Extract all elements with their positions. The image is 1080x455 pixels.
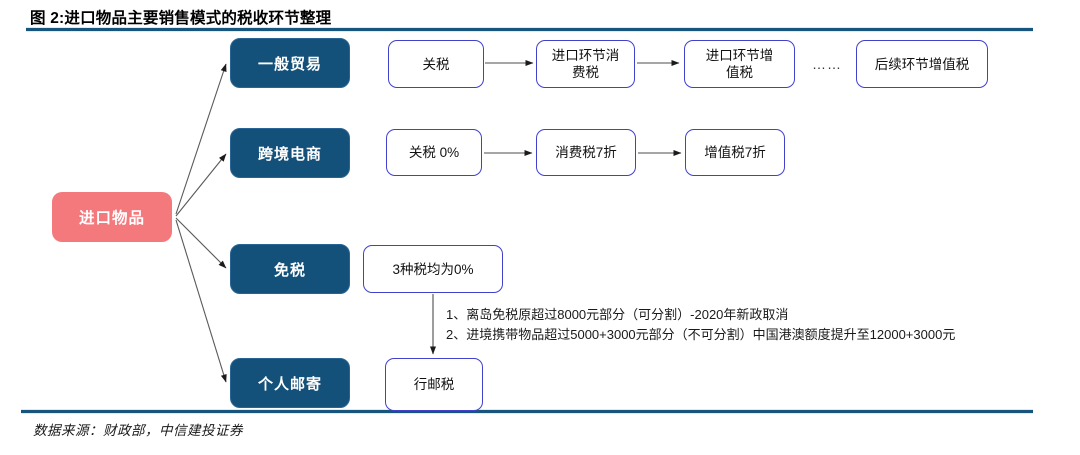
channel-node-general-trade: 一般贸易 [230,38,350,88]
channel-node-cross-border-ecommerce: 跨境电商 [230,128,350,178]
step-node-three-taxes-zero: 3种税均为0% [363,245,503,293]
connector-root-to-duty-free [175,217,227,269]
note-line-2: 2、进境携带物品超过5000+3000元部分（不可分割）中国港澳额度提升至120… [446,326,956,342]
channel-node-duty-free: 免税 [230,244,350,294]
connector-root-to-cross-border [175,153,227,217]
page-title: 图 2:进口物品主要销售模式的税收环节整理 [30,10,332,27]
notes-list: 1、离岛免税原超过8000元部分（可分割）-2020年新政取消 2、进境携带物品… [446,305,955,344]
step-node-import-consumption-tax: 进口环节消 费税 [536,40,635,88]
root-node-imported-goods: 进口物品 [52,192,172,242]
step-node-vat-70pct: 增值税7折 [685,129,785,176]
step-node-tariff: 关税 [388,40,484,88]
connector-root-to-general-trade [175,63,227,215]
step-node-consumption-tax-70pct: 消费税7折 [536,129,636,176]
connector-root-to-personal-mail [175,219,227,383]
step-node-import-vat: 进口环节增 值税 [684,40,795,88]
source-note: 数据来源：财政部，中信建投证券 [33,423,243,438]
note-line-1: 1、离岛免税原超过8000元部分（可分割）-2020年新政取消 [446,307,789,322]
step-node-tariff-zero: 关税 0% [386,129,482,176]
channel-node-personal-mail: 个人邮寄 [230,358,350,408]
ellipsis-separator: …… [812,56,842,72]
step-node-parcel-tax: 行邮税 [385,358,483,411]
step-node-subsequent-vat: 后续环节增值税 [856,40,988,88]
